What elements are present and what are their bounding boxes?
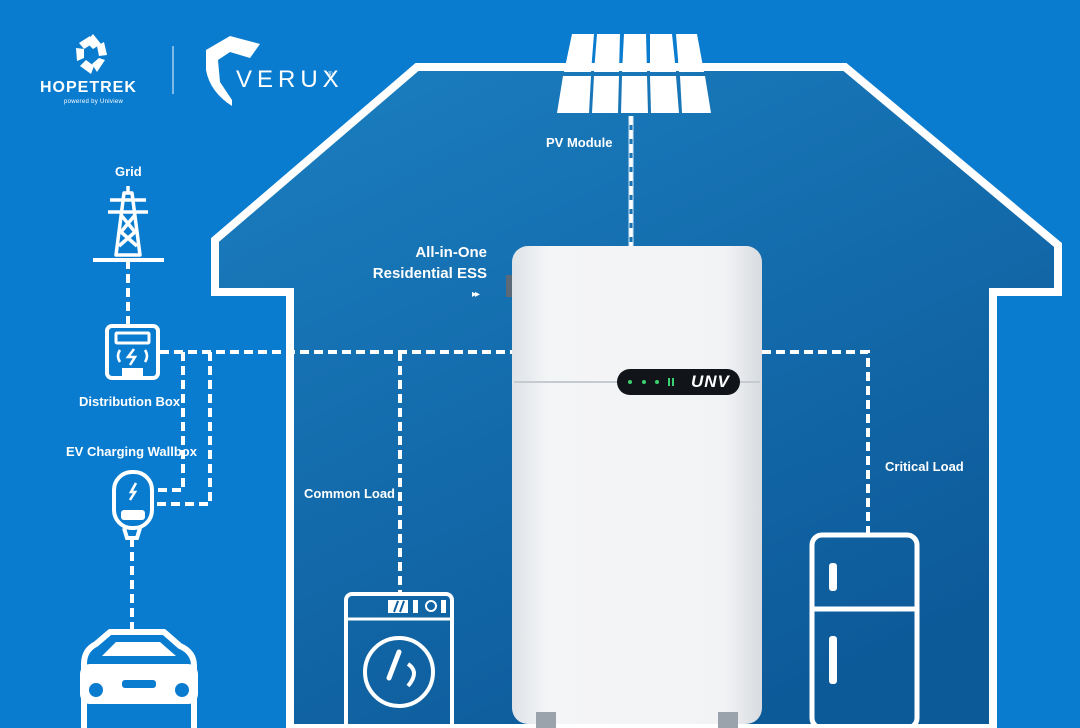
ess-cabinet-icon [506,246,762,728]
ess-display-panel [617,369,740,395]
connection-line-edges [628,116,634,246]
verux-shield-icon [206,36,260,106]
car-icon [80,629,198,728]
ess-title-line1: All-in-One [415,244,487,261]
grid-label: Grid [115,164,142,179]
pv-module-label: PV Module [546,135,613,150]
common-load-label: Common Load [304,486,395,501]
washing-machine-icon [344,592,454,728]
connection-lines [126,116,870,632]
hopetrek-tagline: powered by Uniview [64,99,124,105]
ev-charger-icon [112,470,154,540]
verux-brand-name: VERUX [236,66,344,93]
distribution-box-label: Distribution Box [79,394,181,409]
ess-brand-logo: UNV [691,372,730,391]
refrigerator-icon [809,532,920,728]
hopetrek-logo-icon [76,34,107,74]
transmission-tower-icon [93,186,164,262]
distribution-box-icon [105,324,160,380]
solar-panel-icon [557,34,711,113]
critical-load-label: Critical Load [885,459,964,474]
verux-registered-mark: ® [327,70,333,79]
ess-title-line2: Residential ESS [372,265,487,282]
ev-wallbox-label: EV Charging Wallbox [66,444,197,459]
hopetrek-brand-name: HOPETREK [40,79,137,96]
ess-arrows: ▸▸ [472,289,480,300]
